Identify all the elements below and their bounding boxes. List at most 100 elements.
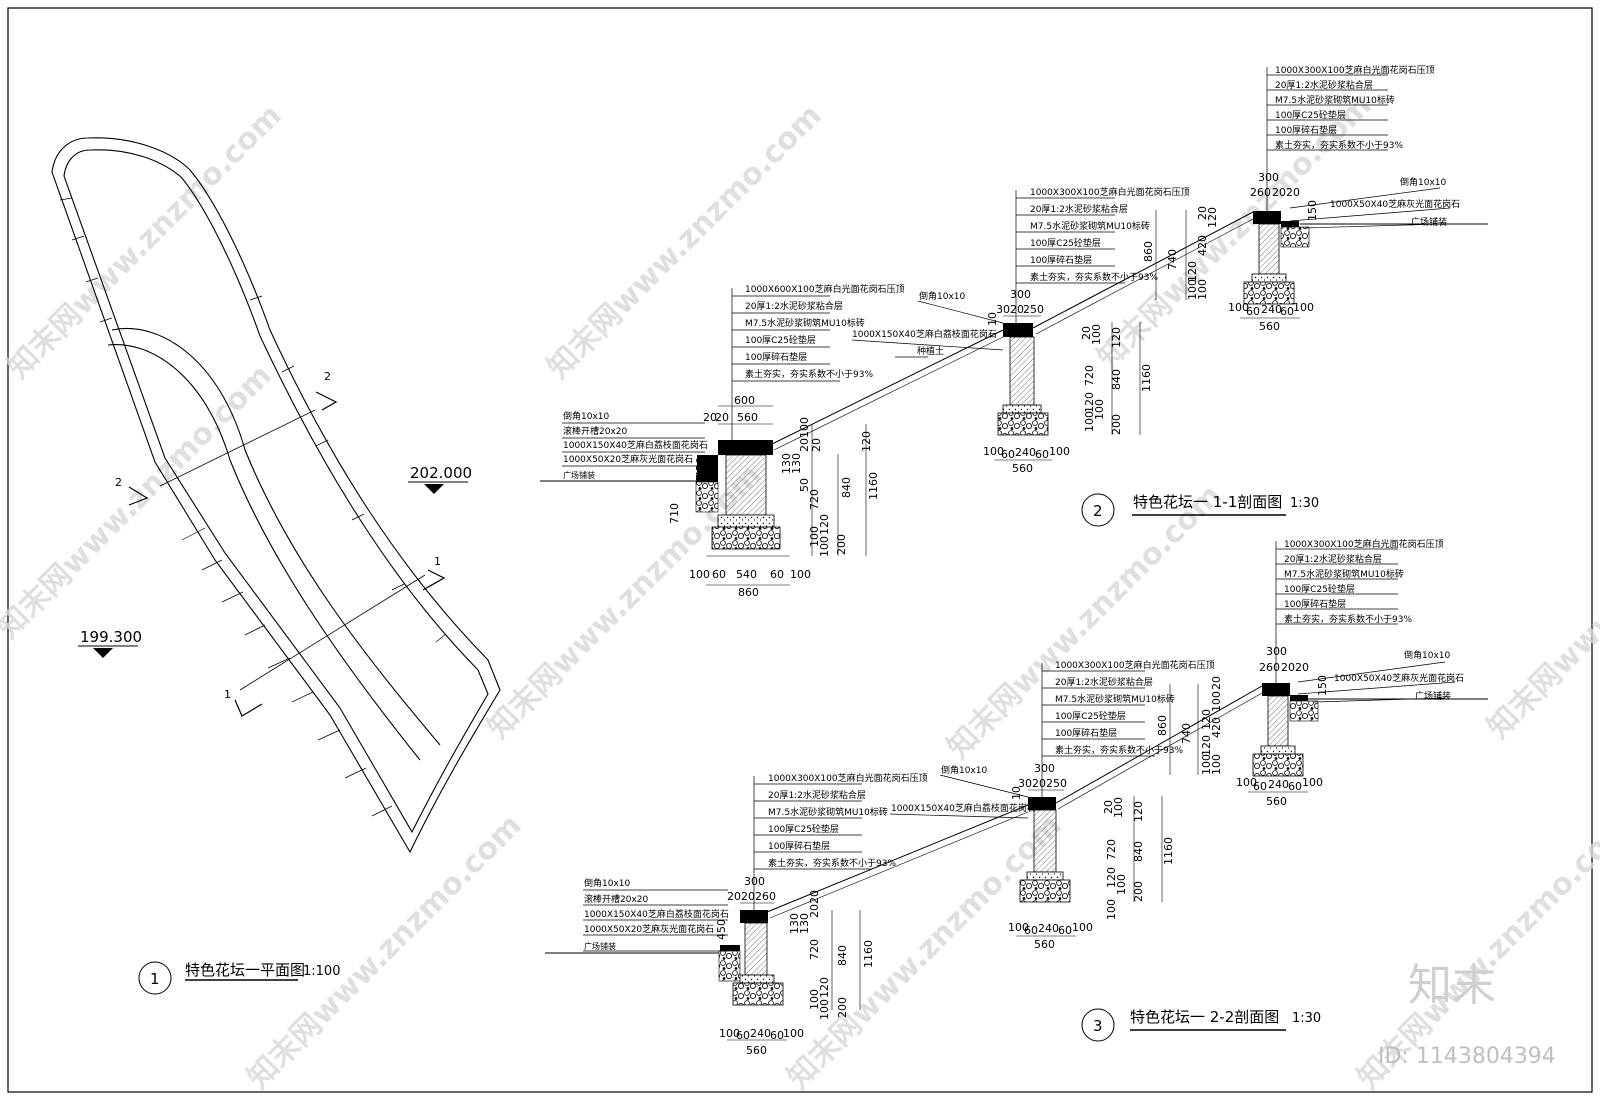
dimension-label: 300	[1266, 645, 1287, 658]
dimension-label: 1160	[1162, 837, 1175, 865]
dimension-label: 60	[1246, 305, 1260, 318]
dimension-label: 广场铺装	[1411, 216, 1447, 228]
dimension-label: 20厚1:2水泥砂浆粘合层	[1284, 553, 1382, 565]
notes-high-top: 1000X300X100芝麻白光面花岗石压顶 20厚1:2水泥砂浆粘合层 M7.…	[1275, 64, 1435, 151]
dimension-label: 60	[1058, 924, 1072, 937]
dims-mid: 300 30 20 250 10 20 100 120 720 840 1160…	[983, 288, 1153, 475]
dimension-label: 100厚碎石垫层	[1055, 727, 1117, 739]
section-mark-2-right: 2	[324, 370, 331, 383]
dimension-label: 60	[1288, 780, 1302, 793]
dimension-label: 560	[1266, 795, 1287, 808]
section-1-1-title-block: 2 特色花坛一 1-1剖面图 1:30	[1081, 493, 1319, 527]
dimension-label: 100	[719, 1027, 740, 1040]
dimension-label: 1000X50X20芝麻灰光面花岗石	[584, 923, 714, 935]
plan-section-line	[239, 574, 426, 691]
wall-mid	[997, 323, 1049, 436]
dimension-label: 20	[1210, 676, 1223, 690]
dimension-label: 100	[1083, 411, 1096, 432]
dimension-label: 20	[1080, 326, 1093, 340]
section-2-2-title: 特色花坛一 2-2剖面图	[1130, 1008, 1279, 1026]
dimension-label: 100厚碎石垫层	[1284, 598, 1346, 610]
elevation-marker-left: 199.300	[78, 628, 142, 658]
dimension-label: 100	[1008, 921, 1029, 934]
dimension-label: 倒角10x10	[584, 877, 631, 889]
plan-internal-path-edge	[107, 343, 421, 761]
dimension-label: 840	[1132, 841, 1145, 862]
dimension-label: 10	[1010, 786, 1023, 800]
watermark-text: 知末网www.znzmo.com	[941, 478, 1229, 766]
leaders-high	[1266, 67, 1451, 229]
dimension-label: 130	[788, 913, 801, 934]
dimension-label: 540	[736, 568, 757, 581]
watermark-text: 知末网www.znzmo.com	[1481, 458, 1600, 746]
dimension-label: 560	[737, 411, 758, 424]
dimension-label: 1000X150X40芝麻白荔枝面花岗石	[852, 328, 997, 340]
elevation-marker-right: 202.000	[408, 464, 472, 494]
dimension-label: 100	[1293, 301, 1314, 314]
watermark-logo: 知末	[1408, 960, 1496, 1011]
grade-slope	[1032, 211, 1254, 329]
dimension-label: 20	[808, 904, 821, 918]
dimension-label: 1000X50X40芝麻灰光面花岗石	[1334, 672, 1464, 684]
dimension-label: 20厚1:2水泥砂浆粘合层	[768, 789, 866, 801]
plan-paving-ticks	[59, 197, 447, 817]
dimension-label: 150	[1306, 200, 1319, 221]
dimension-label: 60	[1035, 448, 1049, 461]
dimension-label: 素土夯实，夯实系数不小于93%	[1284, 613, 1412, 625]
notes-high-right: 倒角10x10 1000X50X40芝麻灰光面花岗石 广场铺装	[1330, 176, 1460, 228]
dimension-label: 240	[750, 1027, 771, 1040]
dimension-label: 560	[1034, 938, 1055, 951]
dimension-label: 20	[715, 411, 729, 424]
dimension-label: 100	[808, 989, 821, 1010]
section-1-1-title-number: 2	[1093, 502, 1103, 520]
dimension-label: 100	[1236, 776, 1257, 789]
dimension-label: 1160	[1140, 364, 1153, 392]
grade-slope	[1035, 218, 1254, 335]
dimension-label: 840	[840, 477, 853, 498]
dimension-label: 1160	[867, 472, 880, 500]
dimension-label: 120	[1083, 392, 1096, 413]
plan-title-number: 1	[150, 970, 160, 988]
notes-high-top: 1000X300X100芝麻白光面花岗石压顶 20厚1:2水泥砂浆粘合层 M7.…	[1284, 538, 1444, 625]
dimension-label: 250	[1046, 777, 1067, 790]
dimension-label: 860	[1156, 715, 1169, 736]
dimension-label: 100	[783, 1027, 804, 1040]
dimension-label: 倒角10x10	[563, 410, 610, 422]
section-mark-1-left: 1	[224, 688, 231, 701]
dimension-label: 20厚1:2水泥砂浆粘合层	[1030, 203, 1128, 215]
grade-slope	[769, 811, 1029, 919]
dimension-label: 130	[780, 453, 793, 474]
notes-mid-left: 倒角10x10 1000X150X40芝麻白荔枝面花岗石 种植土	[852, 290, 997, 357]
dimension-label: 260	[1250, 186, 1271, 199]
dimension-label: 100	[1196, 279, 1209, 300]
dimension-label: 100	[983, 445, 1004, 458]
dimension-label: 20	[1196, 206, 1209, 220]
dimension-label: 100	[1112, 797, 1125, 818]
dimension-label: 20	[808, 890, 821, 904]
section-2-2-scale: 1:30	[1292, 1011, 1321, 1026]
plan-outer-outline	[51, 137, 501, 854]
dimension-label: 840	[836, 945, 849, 966]
dimension-label: M7.5水泥砂浆砌筑MU10标砖	[745, 317, 865, 329]
dimension-label: 素土夯实，夯实系数不小于93%	[745, 368, 873, 380]
plan-view	[51, 137, 501, 854]
dimension-label: 150	[1316, 675, 1329, 696]
dimension-label: 1000X50X20芝麻灰光面花岗石	[563, 453, 693, 465]
dimension-label: 1000X150X40芝麻白荔枝面花岗石	[563, 439, 708, 451]
dimension-label: 560	[1259, 320, 1280, 333]
dimension-label: 20厚1:2水泥砂浆粘合层	[745, 300, 843, 312]
dimension-label: 100厚C25砼垫层	[1055, 710, 1126, 722]
dimension-label: 20厚1:2水泥砂浆粘合层	[1275, 79, 1373, 91]
dimension-label: 20	[810, 438, 823, 452]
dimension-label: 20	[1010, 303, 1024, 316]
dimension-label: 1000X300X100芝麻白光面花岗石压顶	[1055, 659, 1215, 671]
dimension-label: 20	[1281, 661, 1295, 674]
dimension-label: 60	[1001, 448, 1015, 461]
dimension-label: 倒角10x10	[919, 290, 966, 302]
dimension-label: 120	[1200, 709, 1213, 730]
dimension-label: M7.5水泥砂浆砌筑MU10标砖	[1030, 220, 1150, 232]
dimension-label: M7.5水泥砂浆砌筑MU10标砖	[1284, 568, 1404, 580]
dimension-label: 20	[1102, 800, 1115, 814]
dimension-label: 260	[1259, 661, 1280, 674]
dimension-label: 120	[1105, 867, 1118, 888]
